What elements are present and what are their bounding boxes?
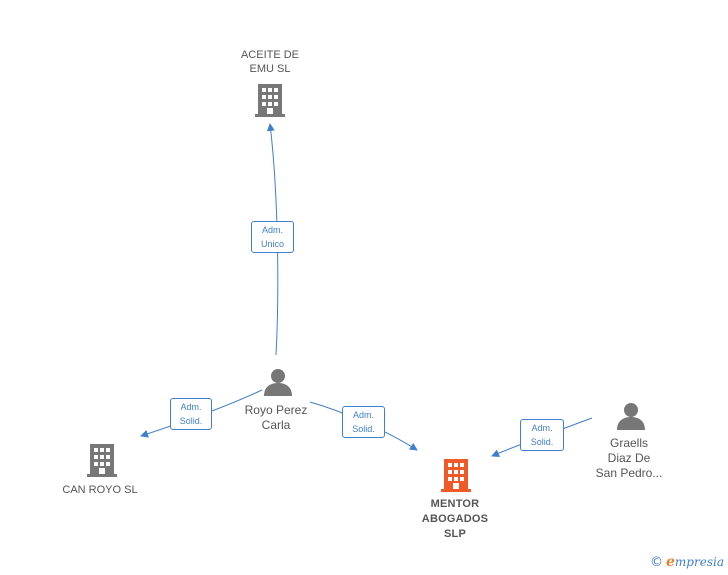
brand-logo: ©empresia	[650, 554, 724, 570]
edge-label-line: Solid.	[179, 416, 203, 426]
edge-label-line: Adm.	[180, 402, 202, 412]
edge-label-royo-aceite[interactable]: Adm. Unico	[251, 221, 294, 253]
edge-label-royo-mentor[interactable]: Adm. Solid.	[342, 406, 385, 438]
node-label-line: MENTOR	[430, 498, 480, 510]
node-label-line: Graells	[609, 436, 648, 450]
edge-label-line: Unico	[260, 239, 284, 249]
edge-label-graells-mentor[interactable]: Adm. Solid.	[520, 419, 564, 451]
brand-name: mpresia	[674, 555, 724, 569]
edge-label-royo-can[interactable]: Adm. Solid.	[170, 398, 212, 430]
node-label-line: ABOGADOS	[421, 513, 489, 525]
node-label-aceite[interactable]: ACEITE DE EMU SL	[220, 48, 320, 76]
building-icon-aceite[interactable]	[255, 84, 285, 117]
node-label-mentor[interactable]: MENTOR ABOGADOS SLP	[405, 497, 505, 542]
node-label-line: EMU SL	[249, 63, 291, 75]
building-icon-mentor[interactable]	[441, 459, 471, 492]
node-label-can-royo[interactable]: CAN ROYO SL	[45, 483, 155, 497]
edge-label-line: Solid.	[530, 437, 554, 447]
node-label-line: SLP	[444, 528, 466, 540]
node-label-line: Royo Perez	[244, 403, 308, 417]
node-label-line: San Pedro...	[595, 466, 663, 480]
node-label-line: ACEITE DE	[240, 49, 300, 61]
copyright-icon: ©	[650, 555, 663, 570]
edge-label-line: Adm.	[261, 225, 283, 235]
brand-initial: e	[666, 554, 675, 570]
edge-label-line: Adm.	[531, 423, 553, 433]
node-label-royo[interactable]: Royo Perez Carla	[226, 403, 326, 433]
node-label-line: CAN ROYO SL	[62, 484, 138, 496]
person-icon-royo[interactable]	[264, 369, 292, 396]
edge-label-line: Adm.	[352, 410, 374, 420]
node-label-graells[interactable]: Graells Diaz De San Pedro...	[584, 436, 674, 481]
person-icon-graells[interactable]	[617, 403, 645, 430]
node-label-line: Carla	[261, 418, 291, 432]
edge-label-line: Solid.	[352, 424, 375, 434]
node-label-line: Diaz De	[607, 451, 651, 465]
building-icon-can-royo[interactable]	[87, 444, 117, 477]
